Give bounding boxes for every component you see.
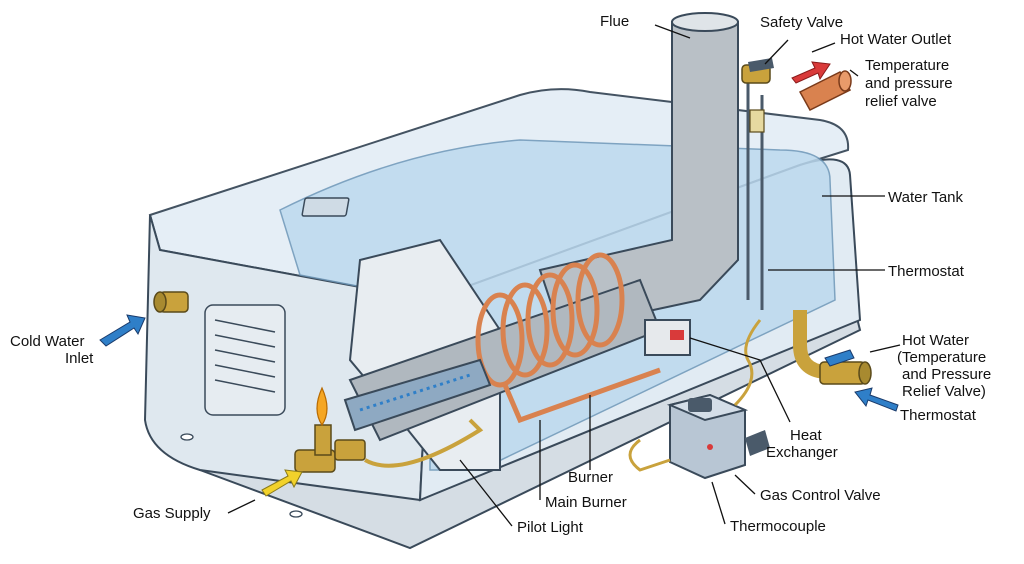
mount-hole-right [289,510,303,518]
label-heat-exchanger-line1: Heat [790,427,823,444]
label-cold-water-line1: Cold Water [10,333,84,350]
label-tp-relief-line1: Temperature [865,57,949,74]
gas-valve-indicator-icon [707,444,713,450]
label-gas-control-valve: Gas Control Valve [760,487,881,504]
label-safety-valve: Safety Valve [760,14,843,31]
label-tp-relief-line2: and pressure [865,75,953,92]
label-heat-exchanger-line2: Exchanger [766,444,838,461]
label-hot-water-line4: Relief Valve) [902,383,986,400]
hot-water-return-arrow-icon [854,387,899,412]
cold-water-inlet-fitting [153,291,189,313]
label-burner: Burner [568,469,613,486]
label-hot-water-line3: and Pressure [902,366,991,383]
label-gas-supply: Gas Supply [133,505,211,522]
label-flue: Flue [600,13,629,30]
mount-hole-left [180,433,194,441]
hot-water-outlet-arrow-icon [791,61,831,84]
cold-water-arrow-icon [99,314,146,347]
label-hot-water-line2: (Temperature [897,349,986,366]
label-thermocouple: Thermocouple [730,518,826,535]
label-pilot-light: Pilot Light [517,519,584,536]
pilot-flame-icon [316,386,328,427]
access-panel [204,304,286,416]
gas-control-valve-body [628,319,770,480]
thermostat-control-box [644,319,691,356]
leader-lines [227,24,901,527]
burner-assembly [343,358,492,432]
label-water-tank: Water Tank [888,189,964,206]
label-hot-water-outlet: Hot Water Outlet [840,31,952,48]
gas-supply-arrow-icon [261,469,303,497]
top-handle [301,197,350,217]
gas-supply-fitting [294,418,484,473]
label-cold-water-line2: Inlet [65,350,94,367]
heat-exchanger-coil [475,252,661,424]
top-fittings [741,58,852,133]
label-group: Flue Safety Valve Hot Water Outlet Tempe… [10,13,991,536]
hot-water-valve-assembly [793,310,872,385]
label-thermostat-top: Thermostat [888,263,965,280]
label-tp-relief-line3: relief valve [865,93,937,110]
label-hot-water-line1: Hot Water [902,332,969,349]
label-main-burner: Main Burner [545,494,627,511]
label-thermostat-bottom: Thermostat [900,407,977,424]
